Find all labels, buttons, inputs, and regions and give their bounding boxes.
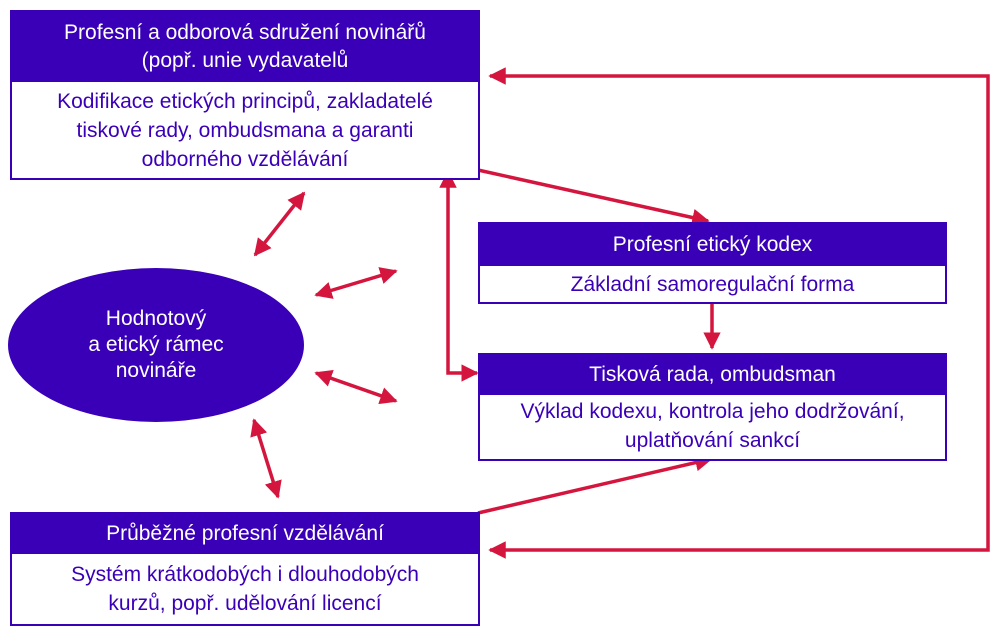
press-council-box: Tisková rada, ombudsman Výklad kodexu, k… [478,353,947,461]
ethical-code-title: Profesní etický kodex [480,224,945,266]
education-description: Systém krátkodobých i dlouhodobých kurzů… [71,563,419,615]
ethical-code-box: Profesní etický kodex Základní samoregul… [478,222,947,304]
education-box: Průběžné profesní vzdělávání Systém krát… [10,512,480,626]
professional-associations-description: Kodifikace etických principů, zakladatel… [57,89,433,171]
professional-associations-title: Profesní a odborová sdružení novinářů (p… [12,12,478,82]
arrow-loop-to-professional [488,67,990,559]
professional-associations-box: Profesní a odborová sdružení novinářů (p… [10,10,480,180]
value-frame-label: Hodnotový a etický rámec novináře [88,307,224,382]
education-title: Průběžné profesní vzdělávání [12,514,478,554]
arrow-professional-to-code [477,168,710,227]
value-frame-ellipse [8,268,304,422]
ethical-code-description: Základní samoregulační forma [570,272,855,296]
arrow-council-to-professional [439,170,479,382]
arrow-ellipse-code [314,267,398,299]
press-council-title: Tisková rada, ombudsman [480,355,945,395]
arrow-ellipse-council [314,369,398,405]
arrow-ellipse-professional [253,191,306,257]
arrow-ellipse-education [250,418,282,499]
arrow-education-to-council [477,454,713,515]
press-council-description: Výklad kodexu, kontrola jeho dodržování,… [520,400,905,452]
